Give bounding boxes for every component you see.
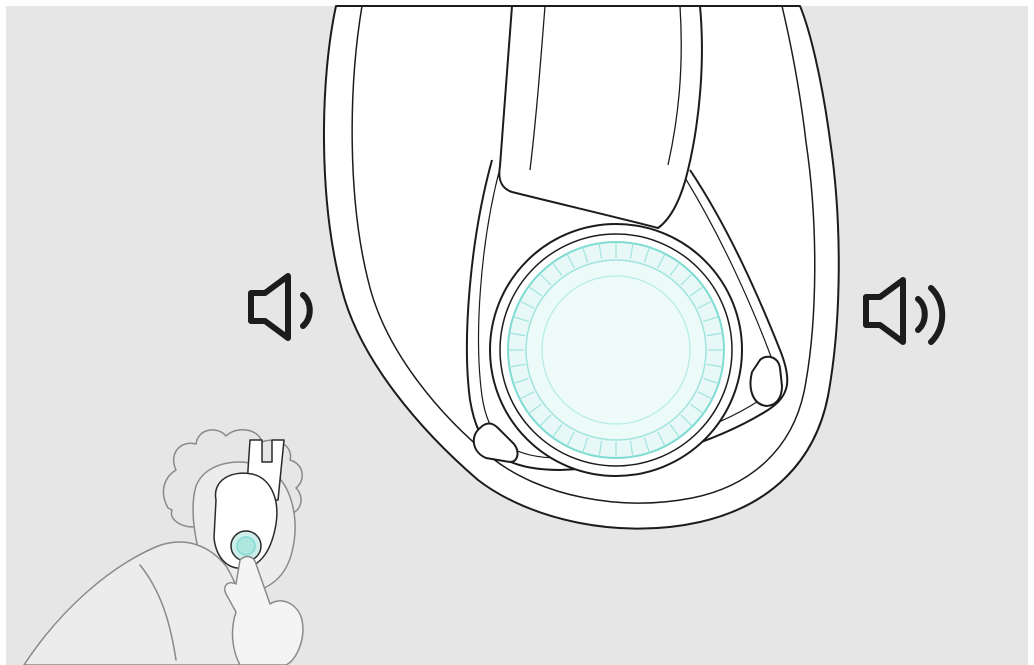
volume-dial[interactable] [490, 224, 742, 476]
headband-stem [499, 6, 702, 228]
volume-dial-center [542, 276, 690, 424]
mini-volume-dial-glow [237, 537, 255, 555]
